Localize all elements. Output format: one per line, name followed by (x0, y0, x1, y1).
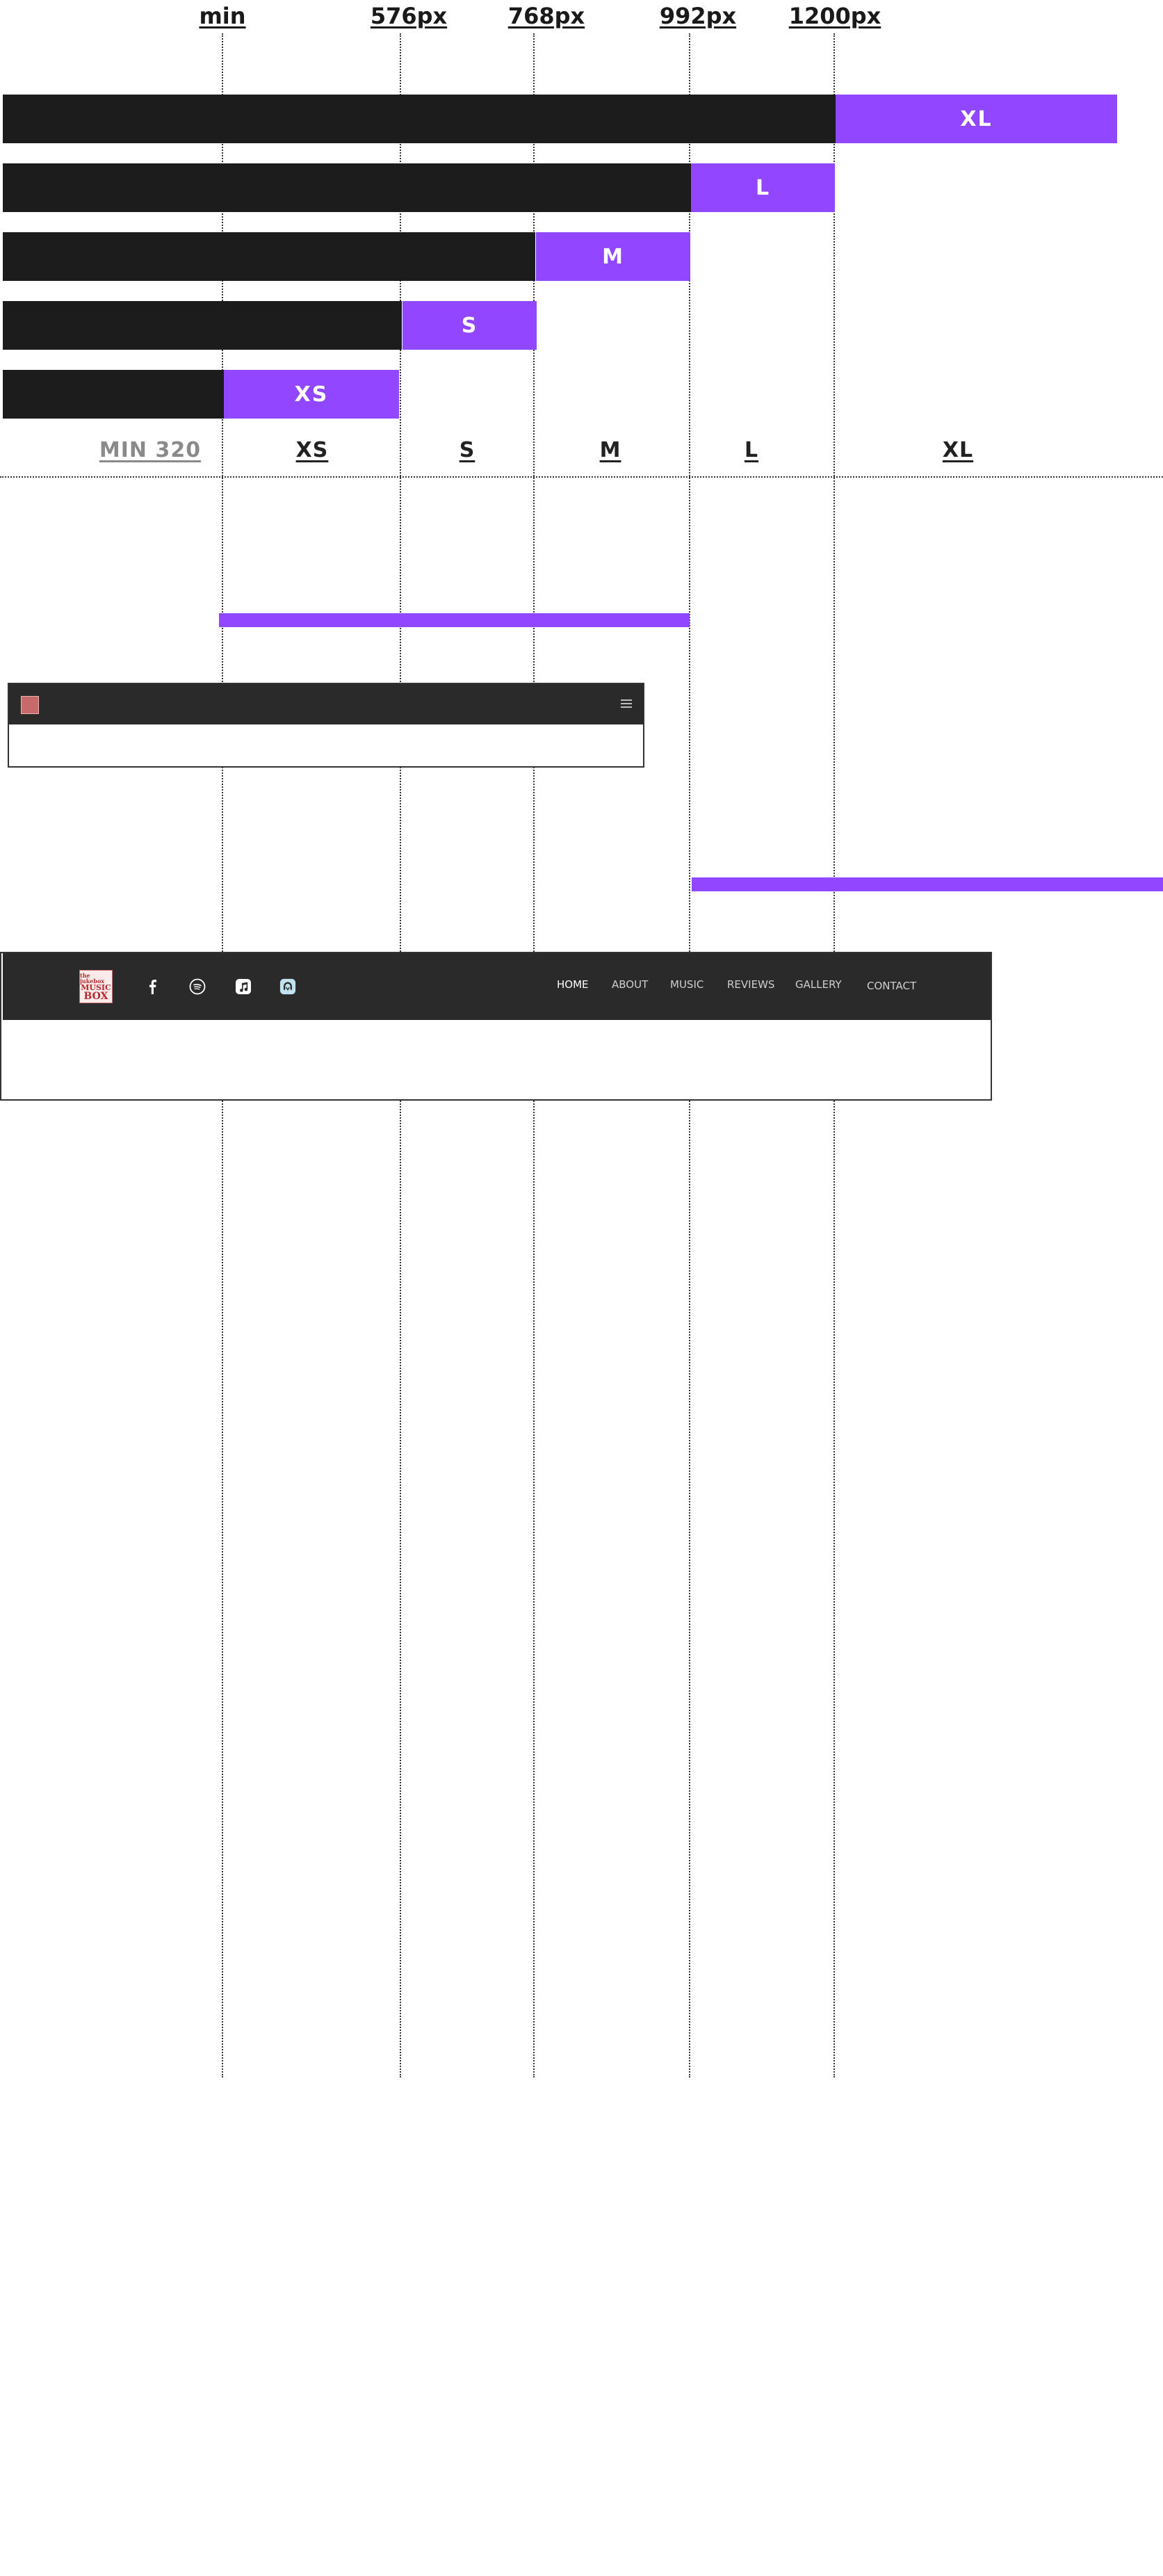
bar-s-label: S (461, 313, 478, 338)
site-logo[interactable]: the jukebox MUSIC BOX (79, 970, 113, 1003)
nav-about[interactable]: ABOUT (612, 978, 649, 991)
nav-contact[interactable]: CONTACT (867, 980, 917, 992)
desktop-navbar-mock: the jukebox MUSIC BOX HOME ABOUT MUSIC R… (0, 952, 992, 1101)
logo-line3: BOX (83, 990, 108, 1002)
bar-xl-label: XL (960, 106, 993, 131)
audiomack-icon[interactable] (279, 978, 296, 995)
bar-dark-l (3, 163, 691, 212)
bar-dark-m (3, 232, 535, 281)
spotify-icon[interactable] (189, 978, 206, 995)
size-label-s: S (459, 438, 475, 462)
bar-s: S (402, 301, 537, 350)
bar-m: M (536, 232, 690, 281)
bar-dark-s (3, 301, 402, 350)
range-bar-mobile (219, 613, 690, 627)
logo-line2: MUSIC (81, 982, 111, 992)
bar-dark-xs (3, 370, 224, 419)
desktop-navbar: the jukebox MUSIC BOX HOME ABOUT MUSIC R… (3, 953, 991, 1020)
mobile-logo[interactable] (21, 696, 39, 714)
bar-m-label: M (602, 244, 624, 269)
logo-line1: the jukebox (80, 971, 105, 985)
bar-dark-xl (3, 95, 836, 143)
size-label-xs: XS (295, 438, 329, 462)
nav-home[interactable]: HOME (557, 978, 589, 991)
bar-l-label: L (755, 175, 771, 200)
bar-l: L (691, 163, 835, 212)
bar-xl: XL (836, 95, 1117, 143)
breakpoint-label-992: 992px (659, 3, 737, 29)
size-label-xl: XL (942, 438, 974, 462)
mobile-navbar (9, 684, 643, 724)
breakpoint-label-min: min (199, 3, 246, 29)
facebook-icon[interactable] (144, 978, 161, 995)
breakpoint-label-576: 576px (370, 3, 448, 29)
breakpoint-label-768: 768px (507, 3, 585, 29)
nav-music[interactable]: MUSIC (670, 978, 704, 991)
apple-music-icon[interactable] (235, 978, 252, 995)
menu-icon[interactable] (621, 699, 632, 708)
nav-gallery[interactable]: GALLERY (795, 978, 842, 991)
breakpoint-label-1200: 1200px (788, 3, 881, 29)
range-bar-desktop (692, 877, 1163, 891)
bar-xs-label: XS (294, 382, 329, 407)
size-label-min: MIN 320 (99, 438, 202, 462)
horizontal-divider (0, 476, 1163, 478)
size-label-l: L (744, 438, 759, 462)
nav-reviews[interactable]: REVIEWS (727, 978, 775, 991)
bar-xs: XS (224, 370, 399, 419)
mobile-navbar-mock (8, 683, 644, 768)
size-label-m: M (599, 438, 621, 462)
